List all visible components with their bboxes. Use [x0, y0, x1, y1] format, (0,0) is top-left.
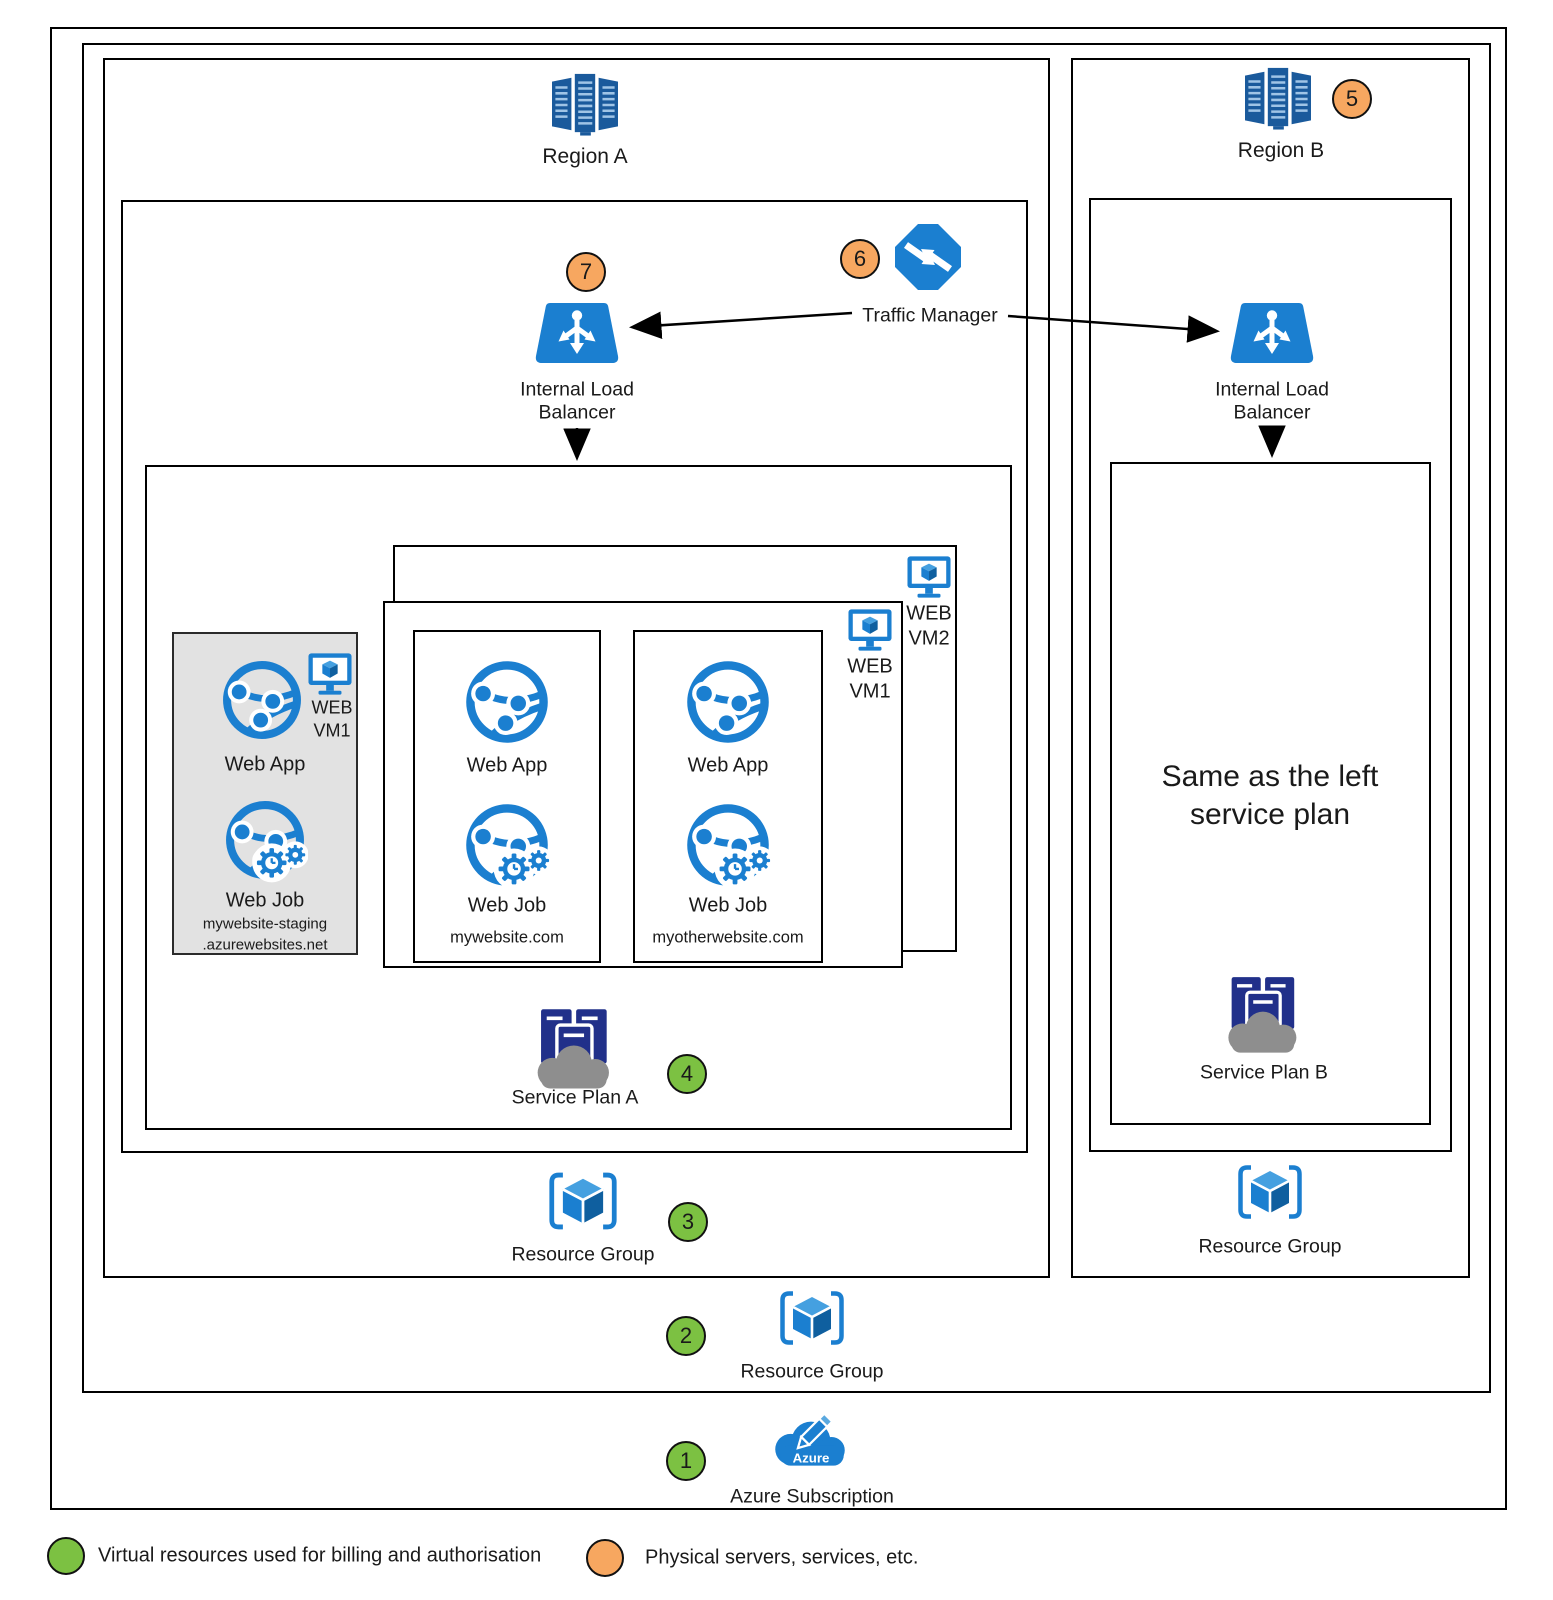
load-balancer-right-icon	[1229, 301, 1315, 365]
site1-web-app-label: Web App	[466, 754, 548, 777]
legend-orange-label: Physical servers, services, etc.	[645, 1546, 919, 1569]
service-plan-a-icon	[527, 1007, 623, 1093]
traffic-manager-label: Traffic Manager	[862, 304, 998, 327]
site-mywebsite-box	[413, 630, 601, 963]
badge-1: 1	[666, 1441, 706, 1481]
region-b-servers-icon	[1236, 65, 1320, 131]
azure-subscription-label: Azure Subscription	[730, 1485, 894, 1508]
web-vm2-label-line2: VM2	[908, 627, 950, 650]
site-myotherwebsite-box	[633, 630, 823, 963]
load-balancer-left-label-line2: Balancer	[538, 401, 616, 424]
staging-web-app-icon	[219, 657, 305, 743]
region-a-inner-box	[121, 200, 1028, 1153]
service-plan-b-box	[1110, 462, 1431, 1125]
web-vm1-icon	[847, 608, 893, 652]
service-plan-b-label: Service Plan B	[1200, 1061, 1328, 1084]
staging-vm-icon	[307, 652, 353, 696]
staging-web-app-label: Web App	[224, 753, 306, 776]
load-balancer-left-icon	[534, 301, 620, 365]
resource-group-subscription-icon	[778, 1289, 846, 1347]
azure-subscription-icon: Azure	[775, 1412, 845, 1466]
badge-4: 4	[667, 1054, 707, 1094]
site2-web-app-icon	[683, 657, 773, 747]
badge-7-number: 7	[579, 259, 593, 284]
same-as-left-line2: service plan	[1189, 798, 1351, 831]
badge-3: 3	[668, 1202, 708, 1242]
site1-web-app-icon	[462, 657, 552, 747]
staging-domain-line1: mywebsite-staging	[202, 915, 328, 933]
web-vm2-label-line1: WEB	[906, 602, 952, 625]
azure-cloud-text: Azure	[793, 1451, 830, 1466]
service-plan-a-box	[145, 465, 1012, 1130]
web-vm1-label-line2: VM1	[849, 680, 891, 703]
site1-web-job-icon	[462, 800, 552, 890]
region-b-label: Region B	[1237, 139, 1325, 162]
service-plan-b-icon	[1218, 975, 1310, 1057]
site2-web-job-icon	[683, 800, 773, 890]
load-balancer-right-label-line1: Internal Load	[1215, 378, 1329, 401]
staging-web-job-icon	[222, 797, 308, 883]
service-plan-a-label: Service Plan A	[511, 1086, 639, 1109]
badge-3-number: 3	[681, 1209, 695, 1234]
resource-group-a-icon	[547, 1170, 619, 1232]
staging-vm-label-line2: VM1	[313, 720, 351, 741]
badge-2-number: 2	[679, 1323, 693, 1348]
badge-2: 2	[666, 1316, 706, 1356]
badge-5-number: 5	[1345, 86, 1359, 111]
site2-web-job-label: Web Job	[688, 894, 768, 917]
resource-group-subscription-label: Resource Group	[740, 1360, 884, 1383]
badge-7: 7	[566, 252, 606, 292]
staging-domain-line2: .azurewebsites.net	[202, 936, 328, 954]
region-a-servers-icon	[543, 71, 627, 137]
region-a-box	[103, 58, 1050, 1278]
legend-green-label: Virtual resources used for billing and a…	[98, 1544, 542, 1567]
region-b-box	[1071, 58, 1470, 1278]
legend-orange-dot	[586, 1539, 624, 1577]
resource-group-b-label: Resource Group	[1198, 1235, 1342, 1258]
badge-6: 6	[840, 239, 880, 279]
region-a-label: Region A	[542, 145, 628, 168]
site1-domain: mywebsite.com	[450, 928, 564, 947]
staging-vm-label-line1: WEB	[311, 697, 353, 718]
legend-green-dot	[47, 1537, 85, 1575]
staging-web-job-label: Web Job	[225, 889, 305, 912]
web-vm2-icon	[906, 555, 952, 599]
resource-group-a-label: Resource Group	[511, 1243, 655, 1266]
outer-border-box	[50, 27, 1507, 1510]
site1-web-job-label: Web Job	[467, 894, 547, 917]
region-b-inner-box	[1089, 198, 1452, 1152]
badge-1-number: 1	[679, 1448, 693, 1473]
site2-domain: myotherwebsite.com	[652, 928, 804, 947]
badge-6-number: 6	[853, 246, 867, 271]
traffic-manager-icon	[890, 219, 966, 295]
site2-web-app-label: Web App	[687, 754, 769, 777]
web-vm1-label-line1: WEB	[847, 655, 893, 678]
same-as-left-line1: Same as the left	[1161, 760, 1379, 793]
badge-4-number: 4	[680, 1061, 694, 1086]
badge-5: 5	[1332, 79, 1372, 119]
load-balancer-right-label-line2: Balancer	[1233, 401, 1311, 424]
load-balancer-left-label-line1: Internal Load	[520, 378, 634, 401]
resource-group-b-icon	[1236, 1163, 1304, 1221]
azure-subscription-box	[82, 43, 1491, 1393]
